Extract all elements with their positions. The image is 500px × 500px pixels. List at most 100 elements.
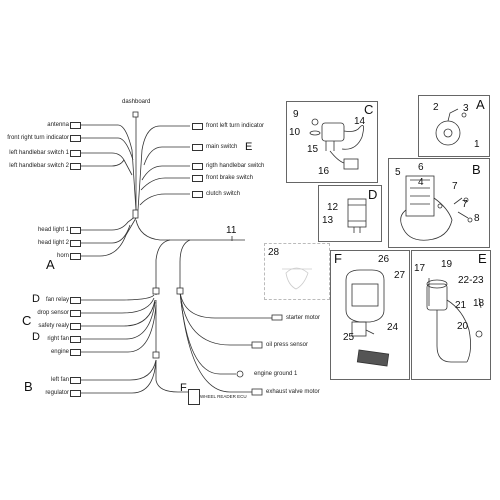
part-number-4: 4 bbox=[418, 177, 424, 188]
left-fan-wire bbox=[81, 359, 157, 381]
label-exhaust-valve: exhaust valve motor bbox=[266, 389, 320, 395]
part-number-22-23: 22-23 bbox=[458, 275, 484, 286]
main-trunk bbox=[135, 219, 245, 241]
part-number-26: 26 bbox=[378, 254, 390, 265]
label-starter-motor: starter motor bbox=[286, 315, 321, 321]
label-dashboard: dashboard bbox=[122, 99, 151, 105]
label-rh-switch: rigth handlebar switch bbox=[206, 163, 265, 169]
panel-F-parts bbox=[345, 269, 390, 367]
letter-B-left-fan: B bbox=[24, 379, 33, 394]
label-fan-relay: fan relay bbox=[45, 297, 69, 303]
connector-front-brake bbox=[192, 175, 203, 182]
panel-B-parts bbox=[400, 175, 473, 241]
part-number-9: 9 bbox=[293, 109, 299, 120]
part-number-5: 5 bbox=[395, 167, 401, 178]
letter-F-wheel-reader: F bbox=[180, 382, 187, 394]
drop-sensor-wire bbox=[81, 297, 155, 314]
part-number-15: 15 bbox=[307, 144, 319, 155]
panel-E bbox=[411, 250, 491, 380]
engine-ground-wire bbox=[179, 291, 236, 375]
part-number-25: 25 bbox=[343, 332, 355, 343]
part-number-1: 1 bbox=[474, 139, 480, 150]
label-engine-ground: engine ground 1 bbox=[254, 371, 298, 377]
part-number-10: 10 bbox=[289, 127, 301, 138]
part-number-20: 20 bbox=[457, 321, 469, 332]
part-number-17: 17 bbox=[414, 263, 426, 274]
label-regulator: regulator bbox=[45, 390, 69, 396]
engine-wire bbox=[81, 304, 157, 353]
letter-A-horn: A bbox=[46, 257, 55, 272]
part-number-14: 14 bbox=[354, 116, 366, 127]
part-number-16: 16 bbox=[318, 166, 330, 177]
wheel-reader-wire bbox=[155, 360, 188, 393]
label-front-right-turn: front right turn indicator bbox=[7, 135, 69, 141]
label-lh-switch-2: left handlebar switch 2 bbox=[9, 163, 69, 169]
regulator-wire bbox=[81, 359, 157, 394]
part-number-19: 19 bbox=[441, 259, 453, 270]
rh-switch-wire bbox=[141, 165, 190, 181]
label-oil-press: oil press sensor bbox=[266, 342, 309, 348]
connector-lh-switch-1 bbox=[70, 150, 81, 157]
label-horn: horn bbox=[56, 253, 69, 259]
connector-regulator bbox=[70, 390, 81, 397]
connector-front-right-turn bbox=[70, 135, 81, 142]
connector-engine bbox=[70, 349, 81, 356]
part-number-2: 2 bbox=[433, 102, 439, 113]
part-number-3: 3 bbox=[463, 103, 469, 114]
label-clutch: clutch switch bbox=[206, 191, 241, 197]
panel-B bbox=[388, 158, 490, 248]
panel-D bbox=[318, 185, 382, 242]
oil-press-wire bbox=[179, 291, 252, 346]
label-antenna: antenna bbox=[47, 122, 69, 128]
label-lh-switch-1: left handlebar switch 1 bbox=[9, 150, 69, 156]
main-switch-wire bbox=[143, 146, 190, 166]
front-left-turn-wire bbox=[137, 125, 190, 211]
panel-F-letter: F bbox=[334, 251, 342, 266]
trunk-to-lower bbox=[155, 239, 171, 295]
letter-D-fan-relay: D bbox=[32, 293, 40, 305]
panel-A-horn bbox=[435, 108, 467, 146]
part-number-8: 8 bbox=[474, 213, 480, 224]
label-head-light-1: head light 1 bbox=[37, 227, 69, 233]
part-number-7b: 7 bbox=[462, 199, 468, 210]
trunk-to-lower-right bbox=[179, 239, 191, 290]
part-number-18: 18 bbox=[473, 298, 485, 309]
connector-main-switch bbox=[192, 144, 203, 151]
connector-right-fan bbox=[70, 336, 81, 343]
label-engine: engine bbox=[50, 349, 69, 355]
panel-A bbox=[418, 95, 490, 157]
part-number-24: 24 bbox=[387, 322, 399, 333]
label-drop-sensor: drop sensor bbox=[37, 310, 69, 316]
part-number-7a: 7 bbox=[452, 181, 458, 192]
lh-switch-2-wire bbox=[81, 159, 125, 167]
head-light-2-wire bbox=[81, 224, 131, 244]
part-number-12: 12 bbox=[327, 202, 339, 213]
connector-front-left-turn bbox=[192, 123, 203, 130]
panel-B-letter: B bbox=[472, 162, 481, 177]
label-left-fan: left fan bbox=[50, 377, 69, 383]
panel-E-letter: E bbox=[478, 251, 487, 266]
label-main-switch: main switch bbox=[206, 144, 238, 150]
part-number-27: 27 bbox=[394, 270, 406, 281]
clutch-wire bbox=[139, 193, 190, 206]
letter-C-drop-sensor: C bbox=[22, 313, 32, 328]
fan-relay-wire bbox=[81, 294, 155, 301]
right-fan-wire bbox=[81, 301, 156, 340]
label-head-light-2: head light 2 bbox=[37, 240, 69, 246]
panel-28 bbox=[264, 243, 330, 300]
panel-C-letter: C bbox=[364, 102, 374, 117]
connector-antenna bbox=[70, 122, 81, 129]
head-light-1-wire bbox=[81, 215, 137, 231]
front-right-turn-wire bbox=[81, 137, 134, 161]
label-safety-relay: safety realy bbox=[38, 323, 69, 329]
exhaust-valve-wire bbox=[179, 291, 252, 393]
panel-D-relay bbox=[347, 198, 367, 233]
part-number-13: 13 bbox=[322, 215, 334, 226]
starter-motor-wire bbox=[179, 291, 272, 319]
safety-relay-wire bbox=[81, 299, 156, 327]
connector-safety-relay bbox=[70, 323, 81, 330]
horn-wire bbox=[81, 217, 137, 257]
label-right-fan: right fan bbox=[47, 336, 69, 342]
label-wheel-reader: WHEEL READER ECU bbox=[200, 394, 247, 399]
